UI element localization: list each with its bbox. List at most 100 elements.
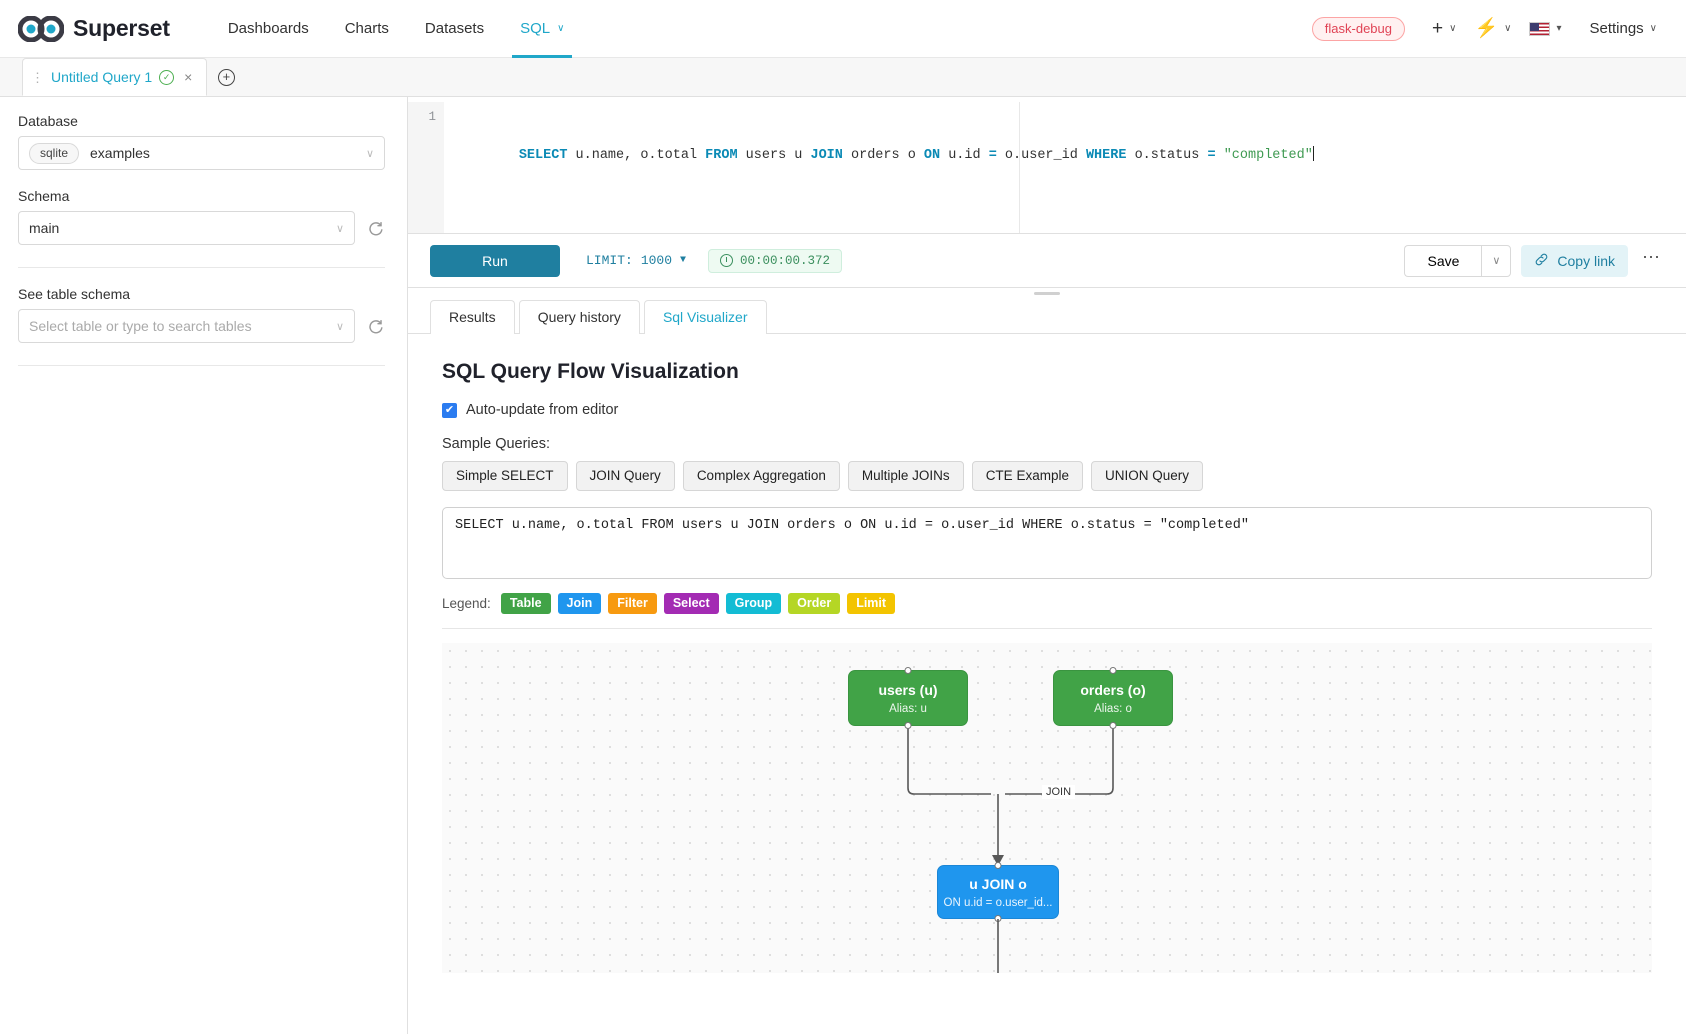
- settings-menu[interactable]: Settings ∨: [1572, 14, 1664, 43]
- editor-print-margin: [1019, 102, 1020, 233]
- chevron-down-icon: ∨: [1449, 23, 1457, 34]
- limit-dropdown[interactable]: LIMIT: 1000 ▼: [586, 253, 686, 268]
- node-subtitle: Alias: o: [1094, 702, 1132, 715]
- node-port-top: [994, 862, 1002, 869]
- nav-item-dashboards[interactable]: Dashboards: [210, 0, 327, 58]
- sample-button-union-query[interactable]: UNION Query: [1090, 461, 1203, 491]
- sample-button-cte-example[interactable]: CTE Example: [971, 461, 1083, 491]
- status-check-icon: ✓: [159, 69, 175, 85]
- text-caret: [1312, 146, 1314, 161]
- sample-queries-buttons: Simple SELECT JOIN Query Complex Aggrega…: [442, 461, 1652, 491]
- node-port-bottom: [904, 722, 912, 729]
- chevron-down-icon: ∨: [1649, 23, 1657, 34]
- chevron-down-icon: ∨: [1504, 23, 1512, 34]
- nav-label: SQL: [520, 20, 551, 37]
- add-query-tab-button[interactable]: +: [207, 58, 245, 96]
- node-port-bottom: [994, 915, 1002, 922]
- tab-label: Results: [449, 309, 496, 325]
- clock-icon: [720, 254, 734, 267]
- auto-update-checkbox[interactable]: ✔: [442, 402, 457, 418]
- drag-handle-icon[interactable]: ⋮: [31, 69, 44, 85]
- nav-label: Datasets: [424, 20, 485, 37]
- left-panel: Database sqlite examples ∨ Schema main ∨…: [0, 97, 408, 1034]
- sql-input-textarea[interactable]: [442, 507, 1652, 579]
- more-options-icon[interactable]: ⋯: [1642, 246, 1660, 267]
- main-nav: Dashboards Charts Datasets SQL ∨: [210, 0, 583, 58]
- plus-icon: +: [1432, 18, 1444, 39]
- limit-label: LIMIT:: [586, 253, 633, 268]
- settings-label: Settings: [1589, 20, 1644, 37]
- schema-label: Schema: [18, 188, 70, 204]
- bolt-icon: ⚡: [1474, 18, 1499, 39]
- nav-item-datasets[interactable]: Datasets: [407, 0, 502, 58]
- brand-logo-group[interactable]: Superset: [18, 15, 170, 42]
- copy-link-button[interactable]: Copy link: [1521, 244, 1628, 277]
- new-item-button[interactable]: + ∨: [1425, 13, 1463, 44]
- nav-label: Charts: [344, 20, 389, 37]
- panel-divider: [18, 267, 385, 268]
- page-title: SQL Query Flow Visualization: [442, 360, 739, 383]
- sample-button-multiple-joins[interactable]: Multiple JOINs: [847, 461, 964, 491]
- see-table-schema-label: See table schema: [18, 286, 131, 302]
- flow-node-users[interactable]: users (u) Alias: u: [848, 667, 968, 729]
- node-title: orders (o): [1080, 681, 1146, 698]
- query-tab-untitled-query-1[interactable]: ⋮ Untitled Query 1 ✓ ×: [22, 58, 208, 96]
- tab-query-history[interactable]: Query history: [518, 300, 640, 334]
- chevron-down-icon: ▼: [680, 255, 687, 266]
- node-port-top: [904, 667, 912, 674]
- query-tab-label: Untitled Query 1: [51, 69, 153, 85]
- tab-results[interactable]: Results: [430, 300, 515, 334]
- visualizer-content: SQL Query Flow Visualization ✔ Auto-upda…: [430, 360, 1664, 973]
- editor-code-area[interactable]: SELECT u.name, o.total FROM users u JOIN…: [444, 102, 1686, 233]
- nav-label: Dashboards: [227, 20, 309, 37]
- us-flag-icon: [1529, 21, 1551, 36]
- chevron-down-icon: ▾: [1556, 23, 1562, 34]
- database-engine-chip: sqlite: [29, 142, 80, 164]
- sample-button-join-query[interactable]: JOIN Query: [575, 461, 675, 491]
- node-subtitle: ON u.id = o.user_id...: [943, 896, 1053, 909]
- flow-node-orders[interactable]: orders (o) Alias: o: [1053, 667, 1173, 729]
- bolt-menu-button[interactable]: ⚡ ∨: [1467, 13, 1518, 44]
- brand-name: Superset: [73, 15, 170, 41]
- tab-label: Query history: [537, 309, 621, 325]
- limit-value: 1000: [640, 253, 673, 268]
- language-selector[interactable]: ▾: [1522, 16, 1568, 42]
- flow-canvas[interactable]: users (u) Alias: u orders (o) Alias: o J…: [442, 643, 1652, 973]
- run-button[interactable]: Run: [430, 244, 560, 277]
- editor-toolbar: Run LIMIT: 1000 ▼ 00:00:00.372 Save ∨: [408, 234, 1686, 295]
- close-icon[interactable]: ×: [184, 69, 193, 85]
- save-button[interactable]: Save: [1404, 244, 1482, 277]
- flow-node-join[interactable]: u JOIN o ON u.id = o.user_id...: [937, 862, 1059, 922]
- save-chevron-down-icon[interactable]: ∨: [1481, 244, 1512, 277]
- tab-sql-visualizer[interactable]: Sql Visualizer: [643, 300, 767, 334]
- flask-debug-badge: flask-debug: [1311, 16, 1405, 41]
- sample-button-complex-aggregation[interactable]: Complex Aggregation: [682, 461, 840, 491]
- node-title: users (u): [878, 681, 938, 698]
- body-split: Database sqlite examples ∨ Schema main ∨…: [0, 97, 1686, 1034]
- table-search-input[interactable]: Select table or type to search tables ∨: [18, 309, 355, 343]
- flow-edges: [907, 726, 1114, 866]
- nav-item-sql[interactable]: SQL ∨: [502, 0, 582, 58]
- auto-update-label: Auto-update from editor: [466, 402, 619, 418]
- legend-label: Legend:: [442, 596, 491, 611]
- refresh-schema-icon[interactable]: [365, 218, 385, 238]
- refresh-tables-icon[interactable]: [365, 316, 385, 336]
- schema-field-row: main ∨: [18, 211, 385, 245]
- node-title: u JOIN o: [969, 875, 1027, 892]
- database-select[interactable]: sqlite examples ∨: [18, 136, 385, 170]
- query-timer-badge: 00:00:00.372: [708, 248, 843, 273]
- sample-button-simple-select[interactable]: Simple SELECT: [442, 461, 568, 491]
- sample-queries-label: Sample Queries:: [442, 436, 550, 452]
- nav-item-charts[interactable]: Charts: [327, 0, 407, 58]
- editor-sql-text: SELECT u.name, o.total FROM users u JOIN…: [518, 148, 1313, 163]
- table-field-row: Select table or type to search tables ∨: [18, 309, 385, 343]
- legend-chip-order: Order: [788, 593, 841, 614]
- copy-link-label: Copy link: [1557, 252, 1615, 269]
- legend-chip-table: Table: [500, 593, 551, 614]
- table-search-placeholder: Select table or type to search tables: [29, 318, 252, 334]
- sql-editor[interactable]: 1 SELECT u.name, o.total FROM users u JO…: [408, 97, 1686, 234]
- node-port-bottom: [1109, 722, 1117, 729]
- schema-select[interactable]: main ∨: [18, 211, 355, 245]
- chevron-down-icon: ∨: [365, 147, 374, 160]
- panel-resize-handle[interactable]: [1034, 292, 1060, 295]
